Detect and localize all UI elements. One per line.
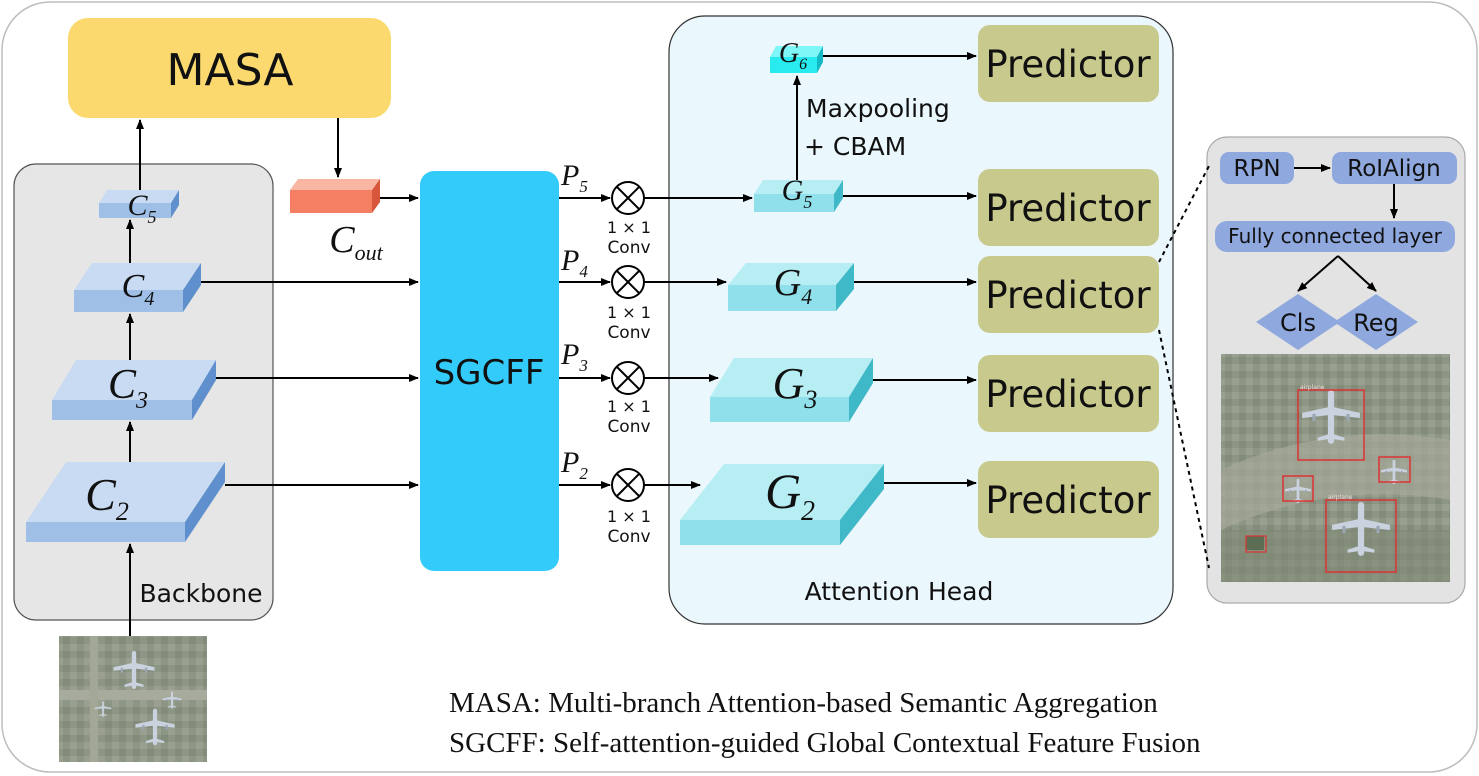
conv-label-line2: Conv — [607, 417, 650, 437]
c2-label: C2 — [85, 469, 129, 526]
g6-label: G6 — [779, 38, 807, 73]
conv-op-icon — [611, 265, 645, 299]
block-c4 — [74, 263, 201, 312]
predictor-label: Predictor — [985, 479, 1151, 522]
rpn-label: RPN — [1233, 156, 1280, 182]
detection-image — [1221, 354, 1450, 582]
conv-op-icon — [611, 361, 645, 395]
conv-op-icon — [611, 181, 645, 215]
sgcff-block — [420, 171, 559, 571]
fc-label: Fully connected layer — [1228, 224, 1442, 248]
legend-masa: MASA: Multi-branch Attention-based Seman… — [449, 687, 1158, 719]
masa-label: MASA — [167, 45, 294, 96]
arrow-fc-reg — [1337, 255, 1377, 292]
predictor-g4 — [978, 256, 1159, 333]
predictor-label: Predictor — [985, 187, 1151, 230]
predictor-g3 — [978, 355, 1159, 432]
zoom-line-bottom — [1158, 329, 1210, 569]
p3-label: P3 — [560, 338, 588, 375]
arrow-fc-cls — [1297, 255, 1339, 292]
block-c2 — [26, 462, 225, 542]
p5-label: P5 — [560, 159, 588, 196]
conv-label-line2: Conv — [607, 527, 650, 547]
g4-label: G4 — [774, 262, 812, 309]
rpn-node — [1220, 152, 1294, 184]
maxpool-label-line2: + CBAM — [804, 132, 906, 161]
zoom-line-top — [1158, 165, 1210, 263]
g2-label: G2 — [765, 463, 815, 527]
conv-label-line1: 1 × 1 — [607, 397, 651, 416]
input-image — [59, 636, 207, 762]
predictor-g6 — [978, 25, 1159, 102]
g3-label: G3 — [773, 359, 818, 414]
c5-label: C5 — [127, 189, 156, 227]
conv-label-line1: 1 × 1 — [607, 218, 651, 237]
p2-label: P2 — [560, 446, 588, 483]
block-g3 — [710, 358, 873, 422]
predictor-label: Predictor — [985, 43, 1151, 86]
block-g6 — [770, 46, 823, 73]
cls-label: Cls — [1280, 309, 1316, 337]
roialign-node — [1332, 152, 1457, 184]
maxpool-label-line1: Maxpooling — [806, 94, 950, 123]
predictor-g5 — [978, 169, 1159, 246]
predictor-g2 — [978, 461, 1159, 538]
block-g5 — [754, 180, 843, 212]
detection-label: airplane — [1328, 494, 1353, 501]
conv-label-line2: Conv — [607, 323, 650, 343]
fc-node — [1215, 221, 1455, 252]
masa-block — [68, 18, 391, 118]
block-g4 — [728, 263, 854, 311]
g5-label: G5 — [782, 174, 813, 212]
reg-label: Reg — [1353, 309, 1399, 337]
sgcff-label: SGCFF — [434, 353, 545, 393]
cout-label: Cout — [329, 219, 383, 265]
conv-op-icon — [611, 468, 645, 502]
detection-label: airplane — [1300, 384, 1325, 391]
reg-node — [1334, 294, 1418, 350]
block-cout — [290, 179, 380, 213]
block-c5 — [99, 190, 179, 218]
block-g2 — [680, 464, 884, 545]
c4-label: C4 — [122, 268, 155, 310]
c3-label: C3 — [108, 362, 148, 414]
conv-label-line1: 1 × 1 — [607, 303, 651, 322]
p4-label: P4 — [560, 244, 588, 281]
legend-sgcff: SGCFF: Self-attention-guided Global Cont… — [449, 727, 1201, 759]
predictor-label: Predictor — [985, 373, 1151, 416]
predictor-label: Predictor — [985, 274, 1151, 317]
conv-label-line2: Conv — [607, 238, 650, 258]
attention-head-label: Attention Head — [805, 577, 994, 606]
roialign-label: RoIAlign — [1347, 156, 1441, 182]
block-c3 — [52, 360, 216, 420]
cls-node — [1256, 294, 1340, 350]
backbone-label: Backbone — [139, 579, 262, 608]
conv-label-line1: 1 × 1 — [607, 507, 651, 526]
